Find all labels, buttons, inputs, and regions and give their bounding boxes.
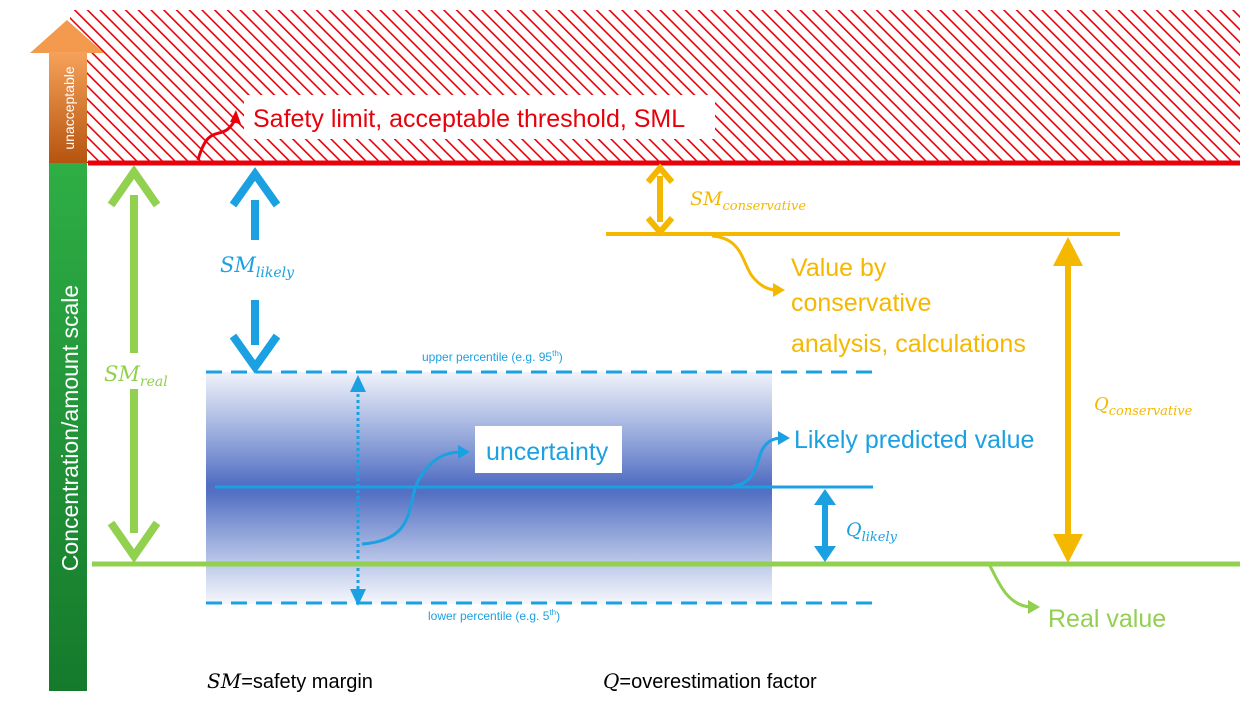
unacceptable-zone: [70, 10, 1240, 163]
conservative-value-connector: [711, 234, 777, 292]
axis-top-label: unacceptable: [61, 66, 77, 150]
sm-likely-arrow-head-up: [229, 167, 281, 208]
safety-limit-connector: [196, 117, 238, 161]
real-value-connector: [988, 565, 1031, 609]
q-likely-arrow-head-up: [814, 489, 836, 505]
conservative-value-label: Value by conservative analysis, calculat…: [791, 254, 1026, 358]
likely-value-label: Likely predicted value: [794, 426, 1034, 454]
real-value-label: Real value: [1048, 605, 1166, 633]
real-value-connector-head: [1028, 600, 1040, 614]
conservative-value-label-line-2: conservative: [791, 289, 931, 317]
q-likely-arrow-head-down: [814, 546, 836, 562]
safety-limit-label: Safety limit, acceptable threshold, SML: [253, 105, 685, 133]
sm-likely-label: SMlikely: [220, 253, 295, 281]
sm-conservative-arrow-head-up: [645, 163, 675, 184]
safety-limit-label-box: [244, 95, 715, 139]
axis-label: Concentration/amount scale: [57, 285, 83, 571]
sm-real-label-box: [98, 353, 178, 389]
likely-value-connector: [732, 436, 783, 488]
conservative-value-label-line-3: analysis, calculations: [791, 330, 1026, 358]
uncertainty-connector-head: [458, 445, 470, 459]
likely-value-connector-head: [778, 431, 790, 445]
uncertainty-connector: [361, 450, 463, 546]
axis-main-segment: [49, 163, 87, 691]
conservative-value-label-line-1: Value by: [791, 254, 887, 282]
upper-percentile-label: upper percentile (e.g. 95th): [422, 349, 563, 364]
axis-arrow-head: [30, 20, 104, 53]
uncertainty-label-box: [475, 426, 622, 473]
q-conservative-label: Qconservative: [1094, 394, 1193, 419]
safety-limit-connector-head: [230, 110, 241, 124]
sm-conservative-label: SMconservative: [690, 188, 806, 214]
sm-likely-arrow-head-down: [229, 333, 281, 374]
q-conservative-arrow-head-up: [1053, 237, 1083, 266]
legend-sm: SM=safety margin: [207, 669, 373, 693]
axis-top-segment: [49, 52, 87, 163]
sm-real-arrow-head-down: [107, 520, 161, 563]
conservative-value-connector-head: [773, 283, 785, 297]
legend-q: Q=overestimation factor: [603, 669, 817, 693]
sm-real-label: SMreal: [104, 362, 168, 390]
concentration-axis: unacceptable Concentration/amount scale: [30, 20, 104, 691]
sm-conservative-arrow-head-down: [645, 216, 675, 237]
uncertainty-label: uncertainty: [486, 438, 609, 466]
lower-percentile-label: lower percentile (e.g. 5th): [428, 608, 560, 623]
sm-real-arrow-head-up: [107, 165, 161, 208]
uncertainty-range-arrow-head-up: [350, 375, 366, 392]
q-conservative-arrow-head-down: [1053, 534, 1083, 563]
q-likely-label: Qlikely: [846, 519, 898, 545]
uncertainty-range-arrow-head-down: [350, 589, 366, 606]
